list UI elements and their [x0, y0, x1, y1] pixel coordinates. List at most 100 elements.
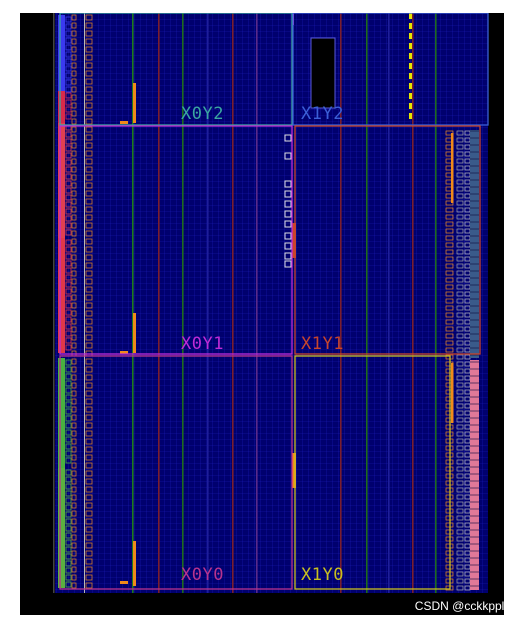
io-tile: [445, 298, 454, 304]
io-tile: [85, 486, 93, 493]
io-tile: [456, 375, 464, 381]
io-pad: [65, 581, 72, 588]
io-tile: [71, 318, 77, 325]
io-tile: [71, 494, 77, 501]
io-tile: [85, 526, 93, 533]
io-pad: [65, 187, 72, 194]
clock-region-boxes: [59, 13, 489, 590]
device-view-frame: X0Y2 X1Y2 X0Y1 X1Y1 X0Y0 X1Y0: [20, 13, 504, 615]
io-tile: [71, 582, 77, 589]
io-pad: [65, 309, 72, 316]
io-pad: [65, 229, 72, 236]
region-label-x1y2: X1Y2: [301, 104, 344, 124]
io-tile: [71, 302, 77, 309]
io-tile: [85, 118, 93, 125]
io-tile: [85, 102, 93, 109]
left-io-band: [58, 358, 65, 468]
io-tile: [85, 238, 93, 245]
io-pad: [65, 281, 72, 288]
io-tile: [456, 256, 464, 262]
io-tile: [71, 198, 77, 205]
io-tile: [456, 487, 464, 493]
io-pad: [65, 546, 72, 553]
yellow-segment: [409, 93, 412, 99]
io-pad: [65, 429, 72, 436]
center-cells: [284, 13, 296, 488]
io-pad: [65, 511, 72, 518]
io-tile: [456, 452, 464, 458]
io-pad: [65, 145, 72, 152]
io-pad: [65, 436, 72, 443]
io-tile: [456, 494, 464, 500]
io-tile: [456, 396, 464, 402]
io-tile: [85, 502, 93, 509]
resource-column: [232, 13, 234, 593]
clock-spine: [292, 223, 296, 258]
io-tile: [445, 256, 454, 262]
device-floorplan[interactable]: [20, 13, 504, 615]
io-tile: [85, 302, 93, 309]
io-tile: [85, 134, 93, 141]
io-pad: [65, 539, 72, 546]
io-tile: [445, 333, 454, 339]
io-tile: [456, 221, 464, 227]
io-tile: [456, 417, 464, 423]
io-tile: [71, 118, 77, 125]
io-tile: [71, 94, 77, 101]
io-pad: [65, 359, 72, 366]
io-pad: [65, 37, 72, 44]
io-pad: [65, 560, 72, 567]
io-tile: [456, 228, 464, 234]
io-tile: [456, 550, 464, 556]
io-tile: [71, 310, 77, 317]
yellow-segment: [409, 13, 412, 19]
io-tile: [85, 214, 93, 221]
io-tile: [71, 158, 77, 165]
io-tile: [456, 291, 464, 297]
io-tile: [456, 179, 464, 185]
region-box-x0y2: [59, 13, 293, 126]
io-pad: [65, 288, 72, 295]
io-tile: [85, 198, 93, 205]
io-pad: [65, 274, 72, 281]
io-pad: [65, 51, 72, 58]
io-tile: [85, 54, 93, 61]
io-pad: [65, 366, 72, 373]
io-pad: [65, 302, 72, 309]
io-pad: [65, 23, 72, 30]
io-tile: [71, 334, 77, 341]
io-tile: [85, 70, 93, 77]
resource-column: [132, 13, 134, 593]
yellow-segment: [409, 83, 412, 89]
io-tile: [85, 510, 93, 517]
io-tile: [456, 214, 464, 220]
io-tile: [456, 340, 464, 346]
io-tile: [85, 150, 93, 157]
io-pad: [65, 553, 72, 560]
io-tile: [445, 326, 454, 332]
io-tile: [71, 558, 77, 565]
io-tile: [71, 422, 77, 429]
io-tile: [85, 414, 93, 421]
io-tile: [71, 414, 77, 421]
region-label-x0y2: X0Y2: [181, 104, 224, 124]
column-divider: [84, 13, 85, 593]
io-tile: [71, 542, 77, 549]
io-tile: [456, 361, 464, 367]
io-pad: [65, 267, 72, 274]
io-tile: [85, 254, 93, 261]
cell-site: [284, 232, 292, 240]
io-tile: [71, 126, 77, 133]
io-tile: [85, 398, 93, 405]
io-tile: [456, 578, 464, 584]
io-tile: [85, 46, 93, 53]
io-tile: [71, 502, 77, 509]
io-tile: [71, 518, 77, 525]
io-tile: [71, 70, 77, 77]
io-tile: [456, 557, 464, 563]
io-tile: [71, 38, 77, 45]
io-pad: [65, 79, 72, 86]
io-tile: [85, 326, 93, 333]
io-pad: [65, 159, 72, 166]
yellow-segment: [409, 43, 412, 49]
